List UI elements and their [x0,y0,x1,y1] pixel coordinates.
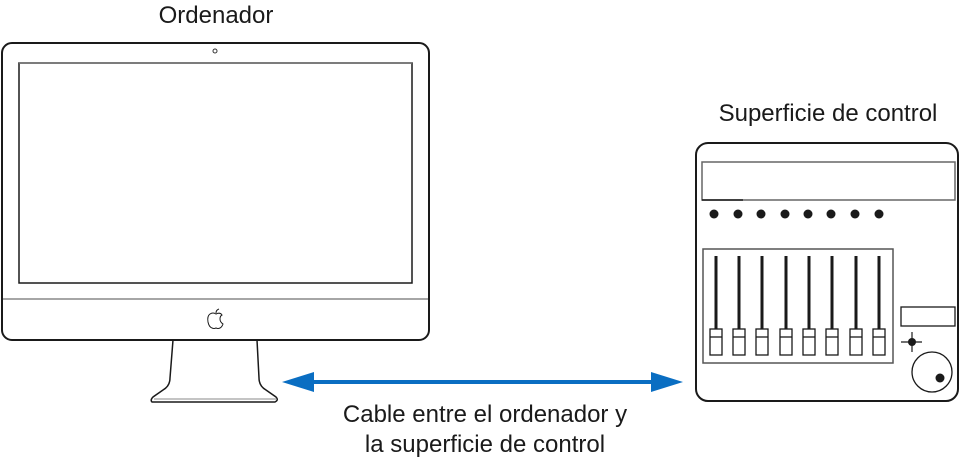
cable-label-line2: la superficie de control [364,431,606,458]
fader-bank [709,256,886,356]
control-surface-label: Superficie de control [718,100,938,127]
computer-label: Ordenador [158,2,274,29]
cable-label-line1: Cable entre el ordenador y [342,401,628,428]
crosshair-button-icon [901,332,922,352]
apple-logo-icon [207,308,224,329]
indicator-leds [709,209,884,219]
cable-double-arrow-icon [282,372,683,392]
control-surface-icon [695,142,959,402]
jog-wheel-icon [911,351,953,393]
imac-computer-icon [1,42,430,403]
cable-label: Cable entre el ordenador y la superficie… [270,400,700,460]
